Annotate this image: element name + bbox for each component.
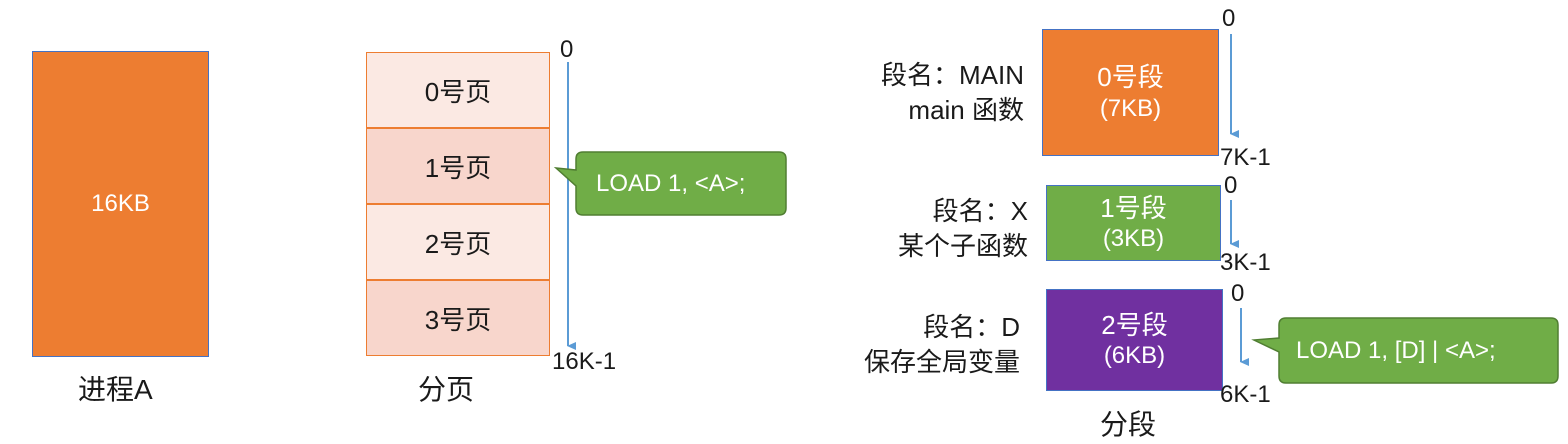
segment-2-title: 2号段 bbox=[1101, 309, 1168, 340]
segment-1-size: (3KB) bbox=[1102, 225, 1165, 253]
process-caption: 进程A bbox=[78, 374, 153, 405]
segmentation-caption: 分段 bbox=[1100, 409, 1157, 440]
segment-2-axis-end: 6K-1 bbox=[1220, 381, 1271, 408]
segment-2-block: 2号段 (6KB) bbox=[1046, 289, 1223, 391]
segment-1-axis-start: 0 bbox=[1224, 172, 1238, 199]
segment-1-label: 段名：X 某个子函数 bbox=[898, 194, 1028, 264]
page-0: 0号页 bbox=[366, 52, 550, 128]
segment-0-size: (7KB) bbox=[1099, 94, 1162, 122]
segment-callout-text: LOAD 1, [D] | <A>; bbox=[1296, 337, 1496, 364]
segment-0-axis-start: 0 bbox=[1222, 5, 1236, 32]
segment-callout-bubble bbox=[1251, 317, 1559, 384]
segment-2-axis-start: 0 bbox=[1231, 280, 1245, 307]
paging-caption: 分页 bbox=[418, 374, 475, 405]
segment-1-desc: 某个子函数 bbox=[897, 231, 1028, 262]
segment-2-name: 段名：D bbox=[923, 312, 1020, 342]
page-3: 3号页 bbox=[366, 280, 550, 356]
segment-0-desc: main 函数 bbox=[908, 95, 1024, 126]
segment-1-name: 段名：X bbox=[932, 196, 1028, 226]
paging-axis-start: 0 bbox=[560, 36, 574, 63]
paging-axis-end: 16K-1 bbox=[552, 348, 617, 375]
segment-2-desc: 保存全局变量 bbox=[863, 347, 1020, 378]
segment-1-block: 1号段 (3KB) bbox=[1046, 185, 1221, 261]
segment-0-label: 段名：MAIN main 函数 bbox=[881, 58, 1024, 128]
segment-0-title: 0号段 bbox=[1097, 62, 1164, 93]
segment-1-axis-end: 3K-1 bbox=[1220, 249, 1271, 276]
segment-0-block: 0号段 (7KB) bbox=[1042, 29, 1219, 156]
segment-1-title: 1号段 bbox=[1100, 192, 1167, 223]
process-size-label: 16KB bbox=[91, 190, 150, 217]
segment-0-axis-end: 7K-1 bbox=[1220, 144, 1271, 171]
segment-2-size: (6KB) bbox=[1103, 342, 1166, 370]
process-a-block: 16KB bbox=[32, 51, 209, 357]
page-1: 1号页 bbox=[366, 128, 550, 204]
page-2: 2号页 bbox=[366, 204, 550, 280]
segment-0-name: 段名：MAIN bbox=[880, 60, 1024, 90]
segment-2-label: 段名：D 保存全局变量 bbox=[864, 310, 1020, 380]
paging-callout-bubble bbox=[553, 151, 787, 216]
paging-callout-text: LOAD 1, <A>; bbox=[596, 170, 746, 197]
